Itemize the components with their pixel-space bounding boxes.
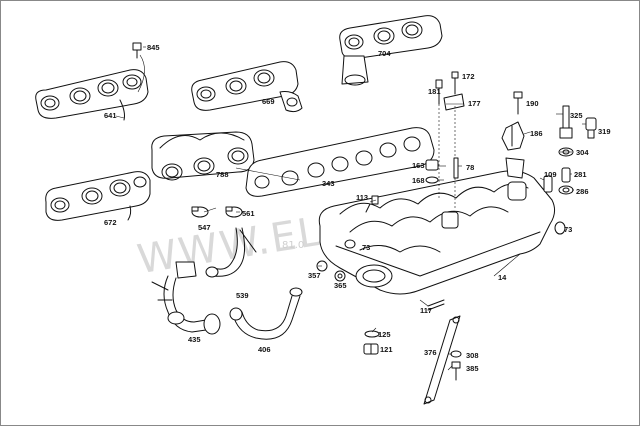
- label-539: 539: [236, 291, 249, 300]
- label-286: 286: [576, 187, 589, 196]
- label-357: 357: [308, 271, 321, 280]
- label-163: 163: [412, 161, 425, 170]
- label-788: 788: [216, 170, 229, 179]
- watermark-small: 81.0: [282, 240, 304, 251]
- washer-308[interactable]: [450, 350, 462, 358]
- label-172: 172: [462, 72, 475, 81]
- stud-117[interactable]: [427, 299, 445, 311]
- label-641: 641: [104, 111, 117, 120]
- nut-163[interactable]: [425, 159, 439, 171]
- plug-73-left[interactable]: [344, 239, 356, 249]
- label-109: 109: [544, 170, 557, 179]
- exhaust-manifold-704[interactable]: [339, 15, 443, 86]
- label-547: 547: [198, 223, 211, 232]
- exhaust-manifold-672[interactable]: [45, 171, 151, 221]
- label-78: 78: [466, 163, 474, 172]
- label-281: 281: [574, 170, 587, 179]
- bracket-376[interactable]: [423, 315, 461, 405]
- label-73-left: 73: [362, 243, 370, 252]
- washer-125[interactable]: [364, 330, 380, 338]
- plug-73-right[interactable]: [554, 221, 566, 235]
- label-704: 704: [378, 49, 391, 58]
- label-376: 376: [424, 348, 437, 357]
- bolt-190[interactable]: [513, 91, 523, 115]
- bracket-mount[interactable]: [505, 157, 525, 179]
- label-186: 186: [530, 129, 543, 138]
- label-304: 304: [576, 148, 589, 157]
- label-177: 177: [468, 99, 481, 108]
- intake-manifold-14[interactable]: [318, 170, 556, 295]
- exhaust-manifold-788[interactable]: [151, 131, 255, 181]
- label-561: 561: [242, 209, 255, 218]
- pipe-435[interactable]: [151, 261, 221, 335]
- label-319: 319: [598, 127, 611, 136]
- bolt-181[interactable]: [435, 79, 443, 105]
- washer-168[interactable]: [425, 176, 439, 184]
- stud-78[interactable]: [453, 157, 459, 179]
- label-113: 113: [356, 193, 368, 202]
- nut-121[interactable]: [363, 343, 379, 355]
- label-73-right: 73: [564, 225, 572, 234]
- label-365: 365: [334, 281, 347, 290]
- label-190: 190: [526, 99, 539, 108]
- label-168: 168: [412, 176, 425, 185]
- gasket-343[interactable]: [245, 127, 435, 197]
- label-435: 435: [188, 335, 201, 344]
- label-325: 325: [570, 111, 583, 120]
- seal-281[interactable]: [561, 167, 571, 183]
- label-125: 125: [378, 330, 391, 339]
- sleeve-109[interactable]: [543, 175, 553, 193]
- sensor-325[interactable]: [559, 105, 573, 139]
- exhaust-manifold-669[interactable]: [191, 61, 303, 113]
- nut-365[interactable]: [334, 270, 346, 282]
- label-343: 343: [322, 179, 335, 188]
- pipe-539[interactable]: [205, 227, 257, 278]
- bolt-113[interactable]: [365, 195, 379, 213]
- bracket-186[interactable]: [501, 121, 525, 151]
- link-172[interactable]: [451, 71, 459, 95]
- hose-406[interactable]: [229, 287, 303, 340]
- label-121: 121: [380, 345, 393, 354]
- bolt-385[interactable]: [451, 361, 461, 381]
- label-117: 117: [420, 306, 432, 315]
- label-406: 406: [258, 345, 271, 354]
- label-308: 308: [466, 351, 479, 360]
- label-385: 385: [466, 364, 479, 373]
- label-672: 672: [104, 218, 117, 227]
- exhaust-manifold-641[interactable]: [35, 69, 149, 121]
- label-14: 14: [498, 273, 507, 282]
- label-669: 669: [262, 97, 275, 106]
- clamp-547[interactable]: [191, 206, 209, 218]
- label-181: 181: [428, 87, 441, 96]
- washer-286[interactable]: [558, 185, 574, 195]
- bracket-177[interactable]: [443, 93, 465, 111]
- label-845: 845: [147, 43, 160, 52]
- switch-319[interactable]: [585, 117, 597, 139]
- clamp-561[interactable]: [225, 206, 243, 218]
- bolt-845[interactable]: [132, 42, 142, 59]
